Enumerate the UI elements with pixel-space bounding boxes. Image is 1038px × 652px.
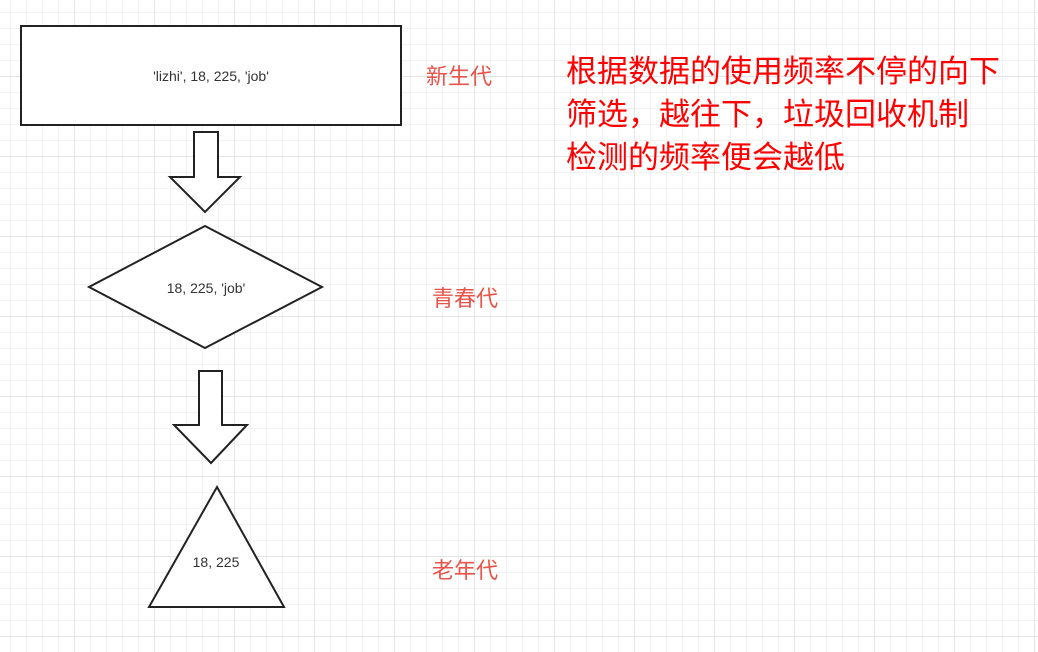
label-old-generation: 老年代 [432, 559, 499, 584]
label-young-generation: 新生代 [426, 65, 493, 90]
rectangle-shape [20, 25, 402, 126]
arrow-down-1[interactable] [167, 131, 243, 214]
explanation-note: 根据数据的使用频率不停的向下 筛选，越往下，垃圾回收机制 检测的频率便会越低 [566, 51, 1036, 180]
arrow-down-2[interactable] [171, 370, 250, 465]
label-youth-generation: 青春代 [432, 287, 499, 312]
diamond-shape [86, 224, 325, 350]
note-line-1: 根据数据的使用频率不停的向下 [566, 54, 1000, 90]
note-line-2: 筛选，越往下，垃圾回收机制 [566, 97, 969, 133]
triangle-shape [147, 484, 286, 608]
node-young-generation[interactable]: 'lizhi', 18, 225, 'job' [20, 25, 402, 126]
node-old-text: 18, 225 [193, 554, 240, 570]
node-youth-text: 18, 225, 'job' [167, 280, 246, 296]
node-young-text: 'lizhi', 18, 225, 'job' [153, 68, 269, 84]
node-old-generation[interactable]: 18, 225 [147, 484, 286, 608]
note-line-3: 检测的频率便会越低 [566, 140, 845, 176]
node-youth-generation[interactable]: 18, 225, 'job' [86, 224, 325, 350]
